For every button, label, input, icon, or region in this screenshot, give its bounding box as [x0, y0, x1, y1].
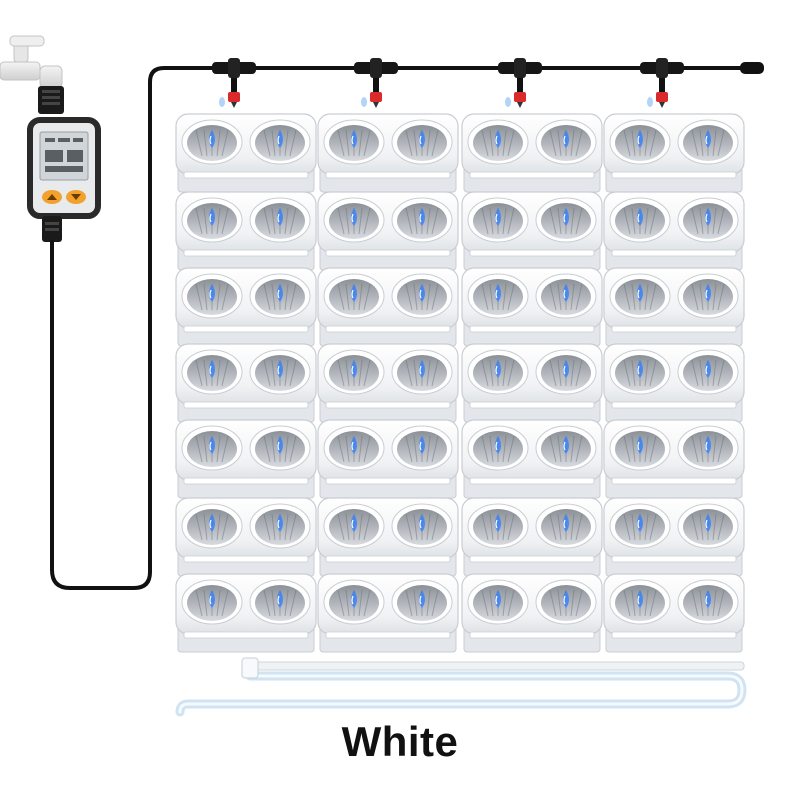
planter-pocket — [467, 119, 529, 165]
planter-pocket — [609, 579, 671, 625]
planter-pocket — [677, 349, 739, 395]
planter-pocket — [323, 119, 385, 165]
planter-module — [175, 267, 317, 347]
planter-pocket — [467, 425, 529, 471]
tee-connector — [498, 58, 542, 108]
drain-pipe — [175, 671, 747, 717]
planter-module — [603, 419, 745, 499]
planter-pocket — [609, 197, 671, 243]
color-caption: White — [341, 718, 459, 765]
planter-pocket — [677, 579, 739, 625]
planter-pocket — [181, 503, 243, 549]
planter-pocket — [535, 425, 597, 471]
faucet — [0, 35, 63, 89]
planter-pocket — [391, 119, 453, 165]
planter-pocket — [677, 425, 739, 471]
planter-pocket — [391, 579, 453, 625]
planter-module — [461, 419, 603, 499]
planter-pocket — [181, 197, 243, 243]
planter-pocket — [677, 273, 739, 319]
planter-pocket — [677, 119, 739, 165]
planter-module — [603, 497, 745, 577]
planter-pocket — [249, 425, 311, 471]
planter-pocket — [609, 349, 671, 395]
planter-pocket — [181, 425, 243, 471]
planter-pocket — [323, 273, 385, 319]
planter-module — [317, 267, 459, 347]
tee-connector — [640, 58, 684, 108]
planter-pocket — [323, 197, 385, 243]
tee-connector — [212, 58, 256, 108]
planter-pocket — [535, 503, 597, 549]
planter-pocket — [467, 579, 529, 625]
planter-pocket — [467, 503, 529, 549]
planter-module — [603, 267, 745, 347]
planter-pocket — [391, 503, 453, 549]
planter-pocket — [535, 119, 597, 165]
planter-pocket — [467, 273, 529, 319]
planter-pocket — [391, 197, 453, 243]
planter-module — [317, 573, 459, 653]
planter-grid — [175, 113, 745, 653]
planter-pocket — [677, 197, 739, 243]
planter-pocket — [323, 503, 385, 549]
planter-module — [461, 497, 603, 577]
planter-pocket — [609, 273, 671, 319]
planter-module — [603, 343, 745, 423]
water-timer — [27, 86, 101, 242]
planter-module — [461, 191, 603, 271]
planter-module — [317, 497, 459, 577]
planter-pocket — [181, 579, 243, 625]
planter-module — [461, 113, 603, 193]
planter-pocket — [249, 273, 311, 319]
planter-pocket — [391, 273, 453, 319]
planter-pocket — [609, 503, 671, 549]
tee-connector — [354, 58, 398, 108]
planter-pocket — [535, 579, 597, 625]
planter-pocket — [249, 579, 311, 625]
planter-module — [175, 191, 317, 271]
planter-pocket — [181, 119, 243, 165]
planter-module — [461, 267, 603, 347]
planter-pocket — [249, 349, 311, 395]
planter-pocket — [181, 273, 243, 319]
planter-module — [603, 113, 745, 193]
planter-pocket — [249, 119, 311, 165]
planter-module — [461, 573, 603, 653]
planter-pocket — [467, 197, 529, 243]
planter-module — [603, 191, 745, 271]
planter-module — [175, 419, 317, 499]
planter-module — [175, 497, 317, 577]
planter-pocket — [323, 349, 385, 395]
planter-module — [317, 191, 459, 271]
planter-pocket — [323, 425, 385, 471]
planter-pocket — [609, 425, 671, 471]
planter-module — [317, 419, 459, 499]
drain-system — [175, 657, 747, 717]
planter-pocket — [467, 349, 529, 395]
planter-pocket — [391, 349, 453, 395]
planter-pocket — [249, 503, 311, 549]
planter-module — [317, 343, 459, 423]
tee-connectors — [212, 58, 764, 108]
planter-pocket — [535, 273, 597, 319]
hose-end-cap — [740, 62, 764, 74]
planter-module — [175, 113, 317, 193]
planter-pocket — [535, 349, 597, 395]
planter-pocket — [535, 197, 597, 243]
planter-pocket — [609, 119, 671, 165]
drip-hose — [50, 66, 750, 590]
planter-pocket — [249, 197, 311, 243]
planter-module — [603, 573, 745, 653]
planter-pocket — [181, 349, 243, 395]
planter-pocket — [677, 503, 739, 549]
planter-module — [461, 343, 603, 423]
planter-module — [317, 113, 459, 193]
planter-module — [175, 343, 317, 423]
planter-module — [175, 573, 317, 653]
planter-pocket — [323, 579, 385, 625]
planter-pocket — [391, 425, 453, 471]
